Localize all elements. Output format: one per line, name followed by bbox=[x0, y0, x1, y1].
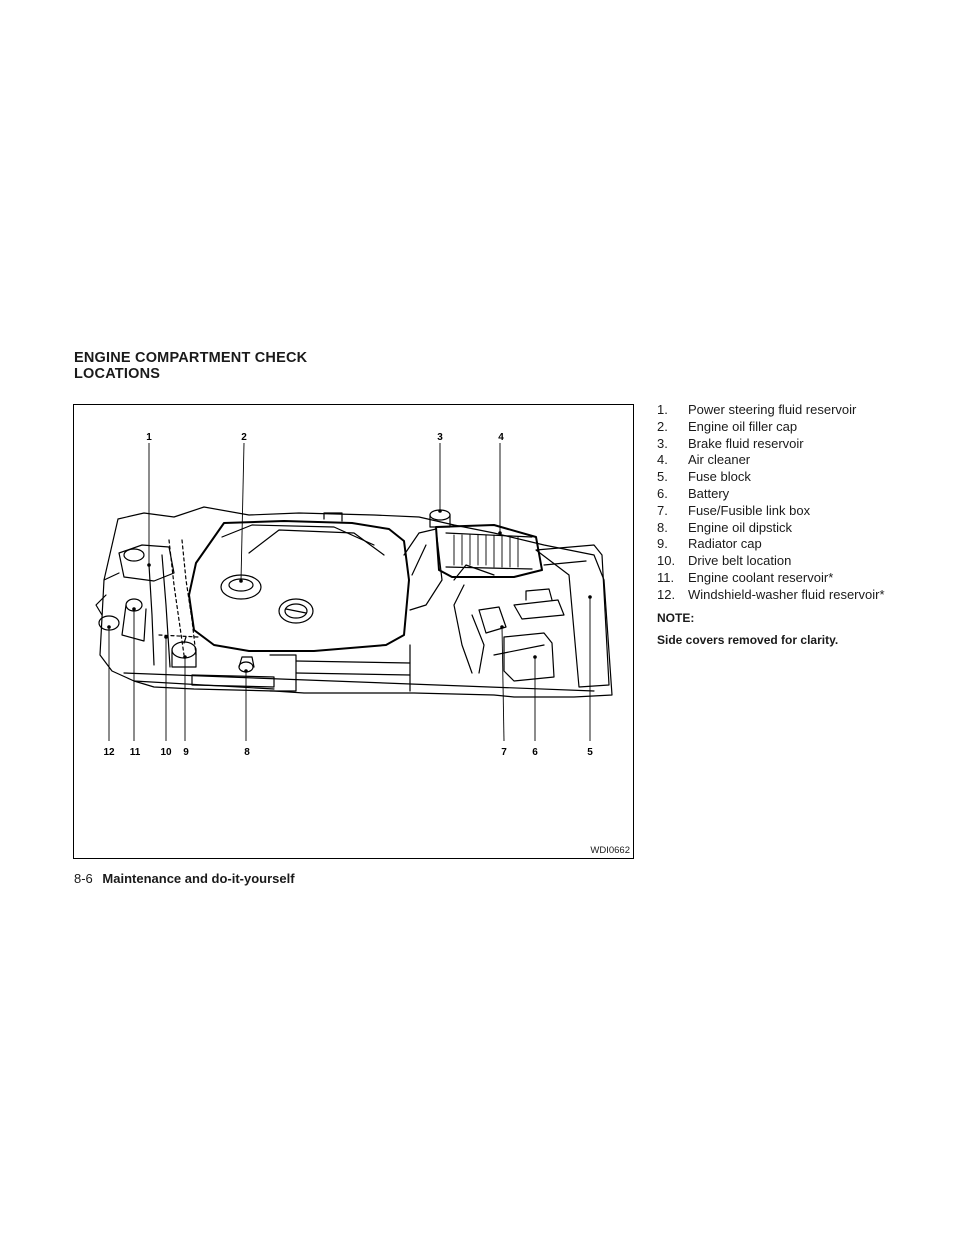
legend-item-label: Fuse block bbox=[688, 469, 751, 485]
legend-item: 2. Engine oil filler cap bbox=[657, 419, 927, 436]
legend-item-number: 4. bbox=[657, 452, 668, 468]
legend-item: 1. Power steering fluid reservoir bbox=[657, 402, 927, 419]
legend-item-number: 10. bbox=[657, 553, 676, 569]
callout-7: 7 bbox=[501, 747, 507, 758]
legend-item-number: 12. bbox=[657, 586, 676, 602]
legend-item-label: Windshield-washer fluid reservoir* bbox=[688, 586, 885, 602]
legend-item-number: 7. bbox=[657, 502, 668, 518]
callout-10: 10 bbox=[160, 747, 172, 758]
legend-item-number: 6. bbox=[657, 485, 668, 501]
legend-item: 12. Windshield-washer fluid reservoir* bbox=[657, 587, 927, 604]
callout-11: 11 bbox=[130, 747, 141, 758]
legend-item-label: Battery bbox=[688, 485, 730, 501]
legend-item-number: 8. bbox=[657, 519, 668, 535]
heading-line-2: LOCATIONS bbox=[74, 366, 161, 382]
engine-compartment-figure: 1 2 3 4 12 11 10 9 8 7 6 5 WDI0662 bbox=[73, 404, 634, 859]
legend-list: 1. Power steering fluid reservoir 2. Engin… bbox=[657, 402, 927, 604]
legend-item: 5. Fuse block bbox=[657, 469, 927, 486]
legend-item: 3. Brake fluid reservoir bbox=[657, 436, 927, 453]
legend-item-label: Engine coolant reservoir* bbox=[688, 569, 834, 585]
section-heading: ENGINE COMPARTMENT CHECK LOCATIONS bbox=[74, 350, 307, 382]
legend-item-label: Power steering fluid reservoir bbox=[688, 402, 857, 417]
legend-item: 11. Engine coolant reservoir* bbox=[657, 570, 927, 587]
note-label: NOTE: bbox=[657, 611, 695, 625]
page-footer: 8-6 Maintenance and do-it-yourself bbox=[74, 871, 295, 886]
callout-6: 6 bbox=[532, 747, 538, 758]
legend-item-number: 5. bbox=[657, 469, 668, 485]
legend-item-label: Engine oil filler cap bbox=[688, 418, 798, 434]
page-number: 8-6 bbox=[74, 871, 93, 886]
callout-9: 9 bbox=[183, 747, 189, 758]
legend-item-label: Air cleaner bbox=[688, 452, 751, 468]
callout-4: 4 bbox=[498, 432, 504, 443]
section-title: Maintenance and do-it-yourself bbox=[102, 871, 295, 886]
engine-diagram: 1 2 3 4 12 11 10 9 8 7 6 5 bbox=[95, 432, 613, 758]
legend-item-number: 2. bbox=[657, 418, 668, 434]
legend-item-label: Brake fluid reservoir bbox=[688, 435, 804, 451]
callout-12: 12 bbox=[103, 747, 115, 758]
legend-item-label: Fuse/Fusible link box bbox=[688, 502, 811, 518]
callout-1: 1 bbox=[146, 432, 152, 443]
legend-item: 10. Drive belt location bbox=[657, 553, 927, 570]
legend-item-number: 1. bbox=[657, 402, 668, 417]
legend-item: 6. Battery bbox=[657, 486, 927, 503]
legend-item-label: Drive belt location bbox=[688, 553, 792, 569]
legend-item: 9. Radiator cap bbox=[657, 536, 927, 553]
figure-code: WDI0662 bbox=[590, 845, 630, 856]
callout-5: 5 bbox=[587, 747, 593, 758]
legend-item: 7. Fuse/Fusible link box bbox=[657, 503, 927, 520]
callout-3: 3 bbox=[437, 432, 443, 443]
callout-2: 2 bbox=[241, 432, 247, 443]
heading-line-1: ENGINE COMPARTMENT CHECK bbox=[74, 350, 308, 366]
legend-item-label: Radiator cap bbox=[688, 536, 762, 552]
legend-item-number: 3. bbox=[657, 435, 668, 451]
legend-item-label: Engine oil dipstick bbox=[688, 519, 793, 535]
legend-item-number: 11. bbox=[657, 569, 675, 585]
legend-item-number: 9. bbox=[657, 536, 668, 552]
legend-item: 4. Air cleaner bbox=[657, 452, 927, 469]
legend-item: 8. Engine oil dipstick bbox=[657, 520, 927, 537]
callout-8: 8 bbox=[244, 747, 250, 758]
note-text: Side covers removed for clarity. bbox=[657, 633, 839, 647]
